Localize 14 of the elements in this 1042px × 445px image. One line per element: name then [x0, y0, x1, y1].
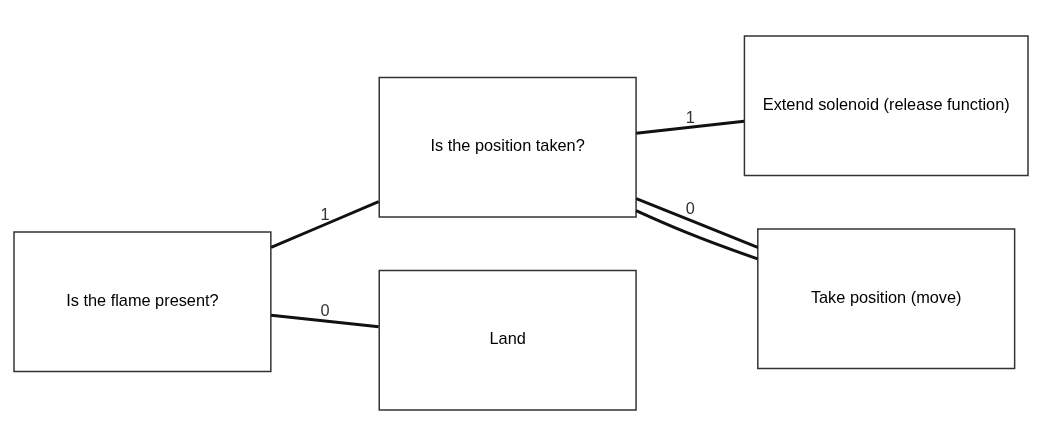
node-box: Is the flame present? — [13, 230, 272, 372]
edge-label: 0 — [685, 198, 695, 217]
connector — [270, 199, 380, 249]
connector — [635, 196, 759, 249]
edge-label: 1 — [685, 107, 695, 126]
node-box: Take position (move) — [757, 227, 1016, 369]
edge-label: 0 — [320, 300, 330, 319]
connector — [636, 119, 745, 135]
node-box: Is the position taken? — [378, 76, 637, 218]
connector — [635, 208, 759, 260]
node-box: Land — [378, 269, 637, 411]
node-box: Extend solenoid (release function) — [743, 34, 1029, 176]
connector — [270, 313, 379, 328]
edge-label: 1 — [320, 204, 330, 223]
